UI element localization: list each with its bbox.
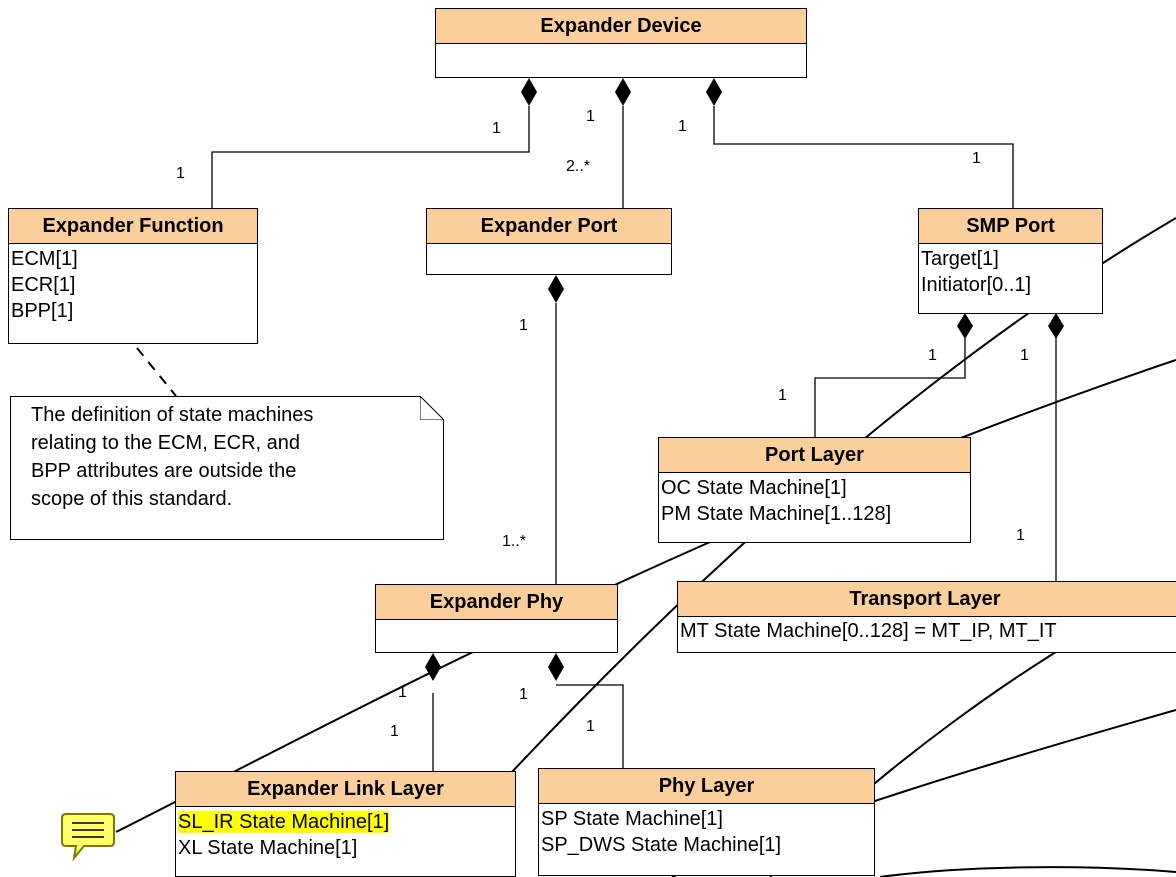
composition-diamond <box>706 78 722 106</box>
attribute-highlighted: SL_IR State Machine[1] <box>178 809 515 835</box>
multiplicity-label: 1 <box>390 723 399 740</box>
class-port-layer[interactable]: Port Layer OC State Machine[1] PM State … <box>658 437 971 543</box>
assoc-phy-phylayer <box>556 684 624 768</box>
multiplicity-label: 1 <box>928 347 937 364</box>
class-title: Expander Phy <box>376 585 617 620</box>
multiplicity-label: 1..* <box>502 533 527 550</box>
multiplicity-label: 1 <box>778 387 787 404</box>
composition-diamond <box>548 653 564 681</box>
assoc-device-smp <box>713 106 1014 209</box>
class-smp-port[interactable]: SMP Port Target[1] Initiator[0..1] <box>918 208 1103 314</box>
note-line: BPP attributes are outside the <box>31 460 297 482</box>
class-title: Transport Layer <box>678 582 1176 617</box>
attribute: OC State Machine[1] <box>661 477 847 499</box>
attribute: XL State Machine[1] <box>178 837 358 859</box>
multiplicity-label: 1 <box>398 684 407 701</box>
composition-diamond <box>1048 313 1064 339</box>
class-title: SMP Port <box>919 209 1102 244</box>
class-expander-device[interactable]: Expander Device <box>435 8 807 78</box>
class-title: Expander Device <box>436 9 806 44</box>
highlight[interactable]: SL_IR State Machine[1] <box>178 811 390 833</box>
comment-callout-line <box>879 866 1176 877</box>
attribute: Target[1] <box>921 248 999 270</box>
attribute: MT State Machine[0..128] = MT_IP, MT_IT <box>680 620 1057 642</box>
attribute: SP State Machine[1] <box>541 808 723 830</box>
multiplicity-label: 1 <box>492 120 501 137</box>
note-anchor-line <box>136 347 177 397</box>
class-transport-layer[interactable]: Transport Layer MT State Machine[0..128]… <box>677 581 1176 653</box>
note-fold-corner <box>420 396 444 420</box>
class-expander-link-layer[interactable]: Expander Link Layer SL_IR State Machine[… <box>175 771 516 877</box>
multiplicity-label: 2..* <box>566 158 591 175</box>
multiplicity-label: 1 <box>519 317 528 334</box>
class-title: Expander Port <box>427 209 671 244</box>
composition-diamond <box>521 78 537 106</box>
note-box: The definition of state machines relatin… <box>10 396 444 540</box>
multiplicity-label: 1 <box>519 686 528 703</box>
note-line: relating to the ECM, ECR, and <box>31 432 301 454</box>
assoc-smp-portlayer <box>814 336 966 437</box>
class-title: Expander Function <box>9 209 257 244</box>
comment-icon[interactable] <box>60 812 116 862</box>
attribute: ECR[1] <box>11 274 76 296</box>
assoc-device-function <box>211 106 530 209</box>
attribute: BPP[1] <box>11 300 74 322</box>
composition-diamond <box>615 78 631 106</box>
note-line: scope of this standard. <box>31 488 233 510</box>
multiplicity-label: 1 <box>1016 527 1025 544</box>
multiplicity-label: 1 <box>176 165 185 182</box>
composition-diamond <box>957 313 973 339</box>
class-expander-port[interactable]: Expander Port <box>426 208 672 275</box>
class-title: Phy Layer <box>539 769 874 804</box>
class-expander-function[interactable]: Expander Function ECM[1] ECR[1] BPP[1] <box>8 208 258 344</box>
class-title: Port Layer <box>659 438 970 473</box>
composition-diamond <box>425 653 441 681</box>
composition-diamond <box>548 275 564 303</box>
note-line: The definition of state machines <box>31 404 314 426</box>
attribute: ECM[1] <box>11 248 78 270</box>
multiplicity-label: 1 <box>678 118 687 135</box>
attribute: Initiator[0..1] <box>921 274 1032 296</box>
class-title: Expander Link Layer <box>176 772 515 807</box>
attribute: PM State Machine[1..128] <box>661 503 892 525</box>
multiplicity-label: 1 <box>1020 347 1029 364</box>
multiplicity-label: 1 <box>972 150 981 167</box>
class-expander-phy[interactable]: Expander Phy <box>375 584 618 653</box>
class-phy-layer[interactable]: Phy Layer SP State Machine[1] SP_DWS Sta… <box>538 768 875 876</box>
multiplicity-label: 1 <box>586 108 595 125</box>
multiplicity-label: 1 <box>586 718 595 735</box>
attribute: SP_DWS State Machine[1] <box>541 834 782 856</box>
